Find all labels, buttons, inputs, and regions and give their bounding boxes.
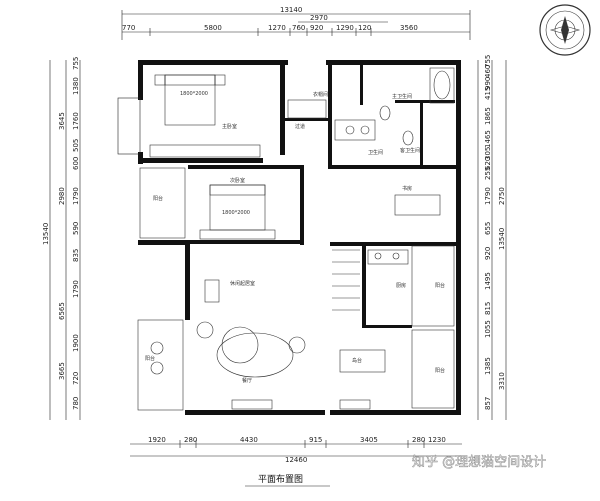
label-dining: 餐厅 — [242, 377, 252, 384]
left-dimensions: 13540 3645 2980 6565 3665 755 1380 1760 … — [42, 57, 81, 420]
label-study: 书房 — [402, 185, 412, 192]
right-seg-dim: 2750 — [498, 187, 506, 205]
top-seg-dim: 1290 — [336, 24, 354, 32]
left-seg-dim: 505 — [72, 139, 80, 152]
label-master-bedroom: 主卧室 — [222, 123, 237, 130]
left-seg-dim: 600 — [72, 157, 80, 170]
top-seg-dim: 920 — [310, 24, 323, 32]
compass-icon — [539, 4, 591, 56]
bottom-seg-dim: 1920 — [148, 436, 166, 444]
label-balcony-left: 阳台 — [153, 195, 163, 202]
label-master-bath: 主卫生间 — [392, 93, 412, 100]
top-seg-dim: 1270 — [268, 24, 286, 32]
walls — [117, 60, 461, 415]
island — [339, 349, 386, 373]
right-seg-dim: 1385 — [484, 357, 492, 375]
master-bed — [164, 74, 216, 126]
label-living-balcony: 阳台 — [145, 355, 155, 362]
left-seg-dim: 755 — [72, 57, 80, 70]
left-group-dim: 2980 — [58, 187, 66, 205]
right-seg-dim: 255 — [484, 167, 492, 180]
label-second-bedroom: 次卧室 — [230, 177, 245, 184]
right-seg-dim: 460 — [484, 65, 492, 78]
top-seg-dim: 760 — [292, 24, 305, 32]
bathtub — [429, 67, 455, 104]
left-seg-dim: 780 — [72, 397, 80, 410]
right-seg-dim: 1465 — [484, 130, 492, 148]
right-seg-dim: 1865 — [484, 107, 492, 125]
right-group-dim: 3310 — [498, 372, 506, 390]
label-balcony-right: 阳台 — [435, 282, 445, 289]
label-bed-size-2: 1800*2000 — [222, 210, 250, 216]
label-closet: 衣帽间 — [313, 91, 328, 98]
top-seg-dim: 120 — [358, 24, 371, 32]
right-seg-dim: 620 — [484, 157, 492, 170]
right-seg-dim: 920 — [484, 247, 492, 260]
left-group-dim: 6565 — [58, 302, 66, 320]
right-seg-dim: 415 — [484, 87, 492, 100]
top-dimensions: 13140 2970 770 5800 1270 760 920 1290 12… — [121, 6, 471, 40]
left-seg-dim: 1790 — [72, 187, 80, 205]
label-living: 休闲起居室 — [230, 280, 255, 287]
label-guest-bath: 客卫生间 — [400, 147, 420, 154]
bottom-seg-dim: 915 — [309, 436, 322, 444]
right-seg-dim: 655 — [484, 222, 492, 235]
left-seg-dim: 1900 — [72, 334, 80, 352]
bottom-seg-dim: 280 — [412, 436, 425, 444]
left-seg-dim: 720 — [72, 372, 80, 385]
left-seg-dim: 1380 — [72, 77, 80, 95]
label-corridor: 过道 — [295, 123, 305, 130]
right-seg-dim: 990 — [484, 77, 492, 90]
left-seg-dim: 590 — [72, 222, 80, 235]
label-bathroom: 卫生间 — [368, 149, 383, 156]
left-group-dim: 3665 — [58, 362, 66, 380]
bottom-seg-dim: 4430 — [240, 436, 258, 444]
left-seg-dim: 1760 — [72, 112, 80, 130]
label-kitchen: 厨房 — [396, 282, 406, 289]
coffee-table — [221, 326, 259, 364]
bottom-dimensions: 1920 280 4430 915 3405 280 1230 12460 — [130, 436, 462, 464]
bottom-total-dim: 12460 — [285, 456, 307, 464]
room-labels: 主卧室 1800*2000 衣帽间 主卫生间 客卫生间 卫生间 过道 次卧室 1… — [145, 91, 445, 384]
right-seg-dim: 815 — [484, 302, 492, 315]
left-seg-dim: 1790 — [72, 280, 80, 298]
right-dimensions: 13540 3310 755 460 990 415 1865 1465 305… — [477, 55, 507, 420]
right-seg-dim: 1495 — [484, 272, 492, 290]
bottom-seg-dim: 1230 — [428, 436, 446, 444]
label-island: 岛台 — [352, 357, 362, 364]
left-seg-dim: 835 — [72, 249, 80, 262]
left-total-dim: 13540 — [42, 223, 50, 245]
top-total-dim: 13140 — [280, 6, 302, 14]
top-seg-dim: 3560 — [400, 24, 418, 32]
bottom-seg-dim: 280 — [184, 436, 197, 444]
right-seg-dim: 857 — [484, 397, 492, 410]
right-total-dim: 13540 — [498, 228, 506, 250]
watermark: 知乎 @理想猫空间设计 — [412, 454, 546, 470]
study-desk — [394, 194, 441, 216]
label-bed-size-1: 1800*2000 — [180, 91, 208, 97]
right-seg-dim: 305 — [484, 147, 492, 160]
right-seg-dim: 755 — [484, 55, 492, 68]
furniture — [137, 67, 455, 411]
left-group-dim: 3645 — [58, 112, 66, 130]
right-seg-dim: 1055 — [484, 320, 492, 338]
top-seg-dim: 5800 — [204, 24, 222, 32]
bottom-seg-dim: 3405 — [360, 436, 378, 444]
top-seg-dim: 770 — [122, 24, 135, 32]
label-balcony-right-2: 阳台 — [435, 367, 445, 374]
right-seg-dim: 1790 — [484, 187, 492, 205]
second-bed — [209, 184, 266, 231]
top-sub-dim: 2970 — [310, 14, 328, 22]
plan-title: 平面布置图 — [258, 473, 303, 485]
